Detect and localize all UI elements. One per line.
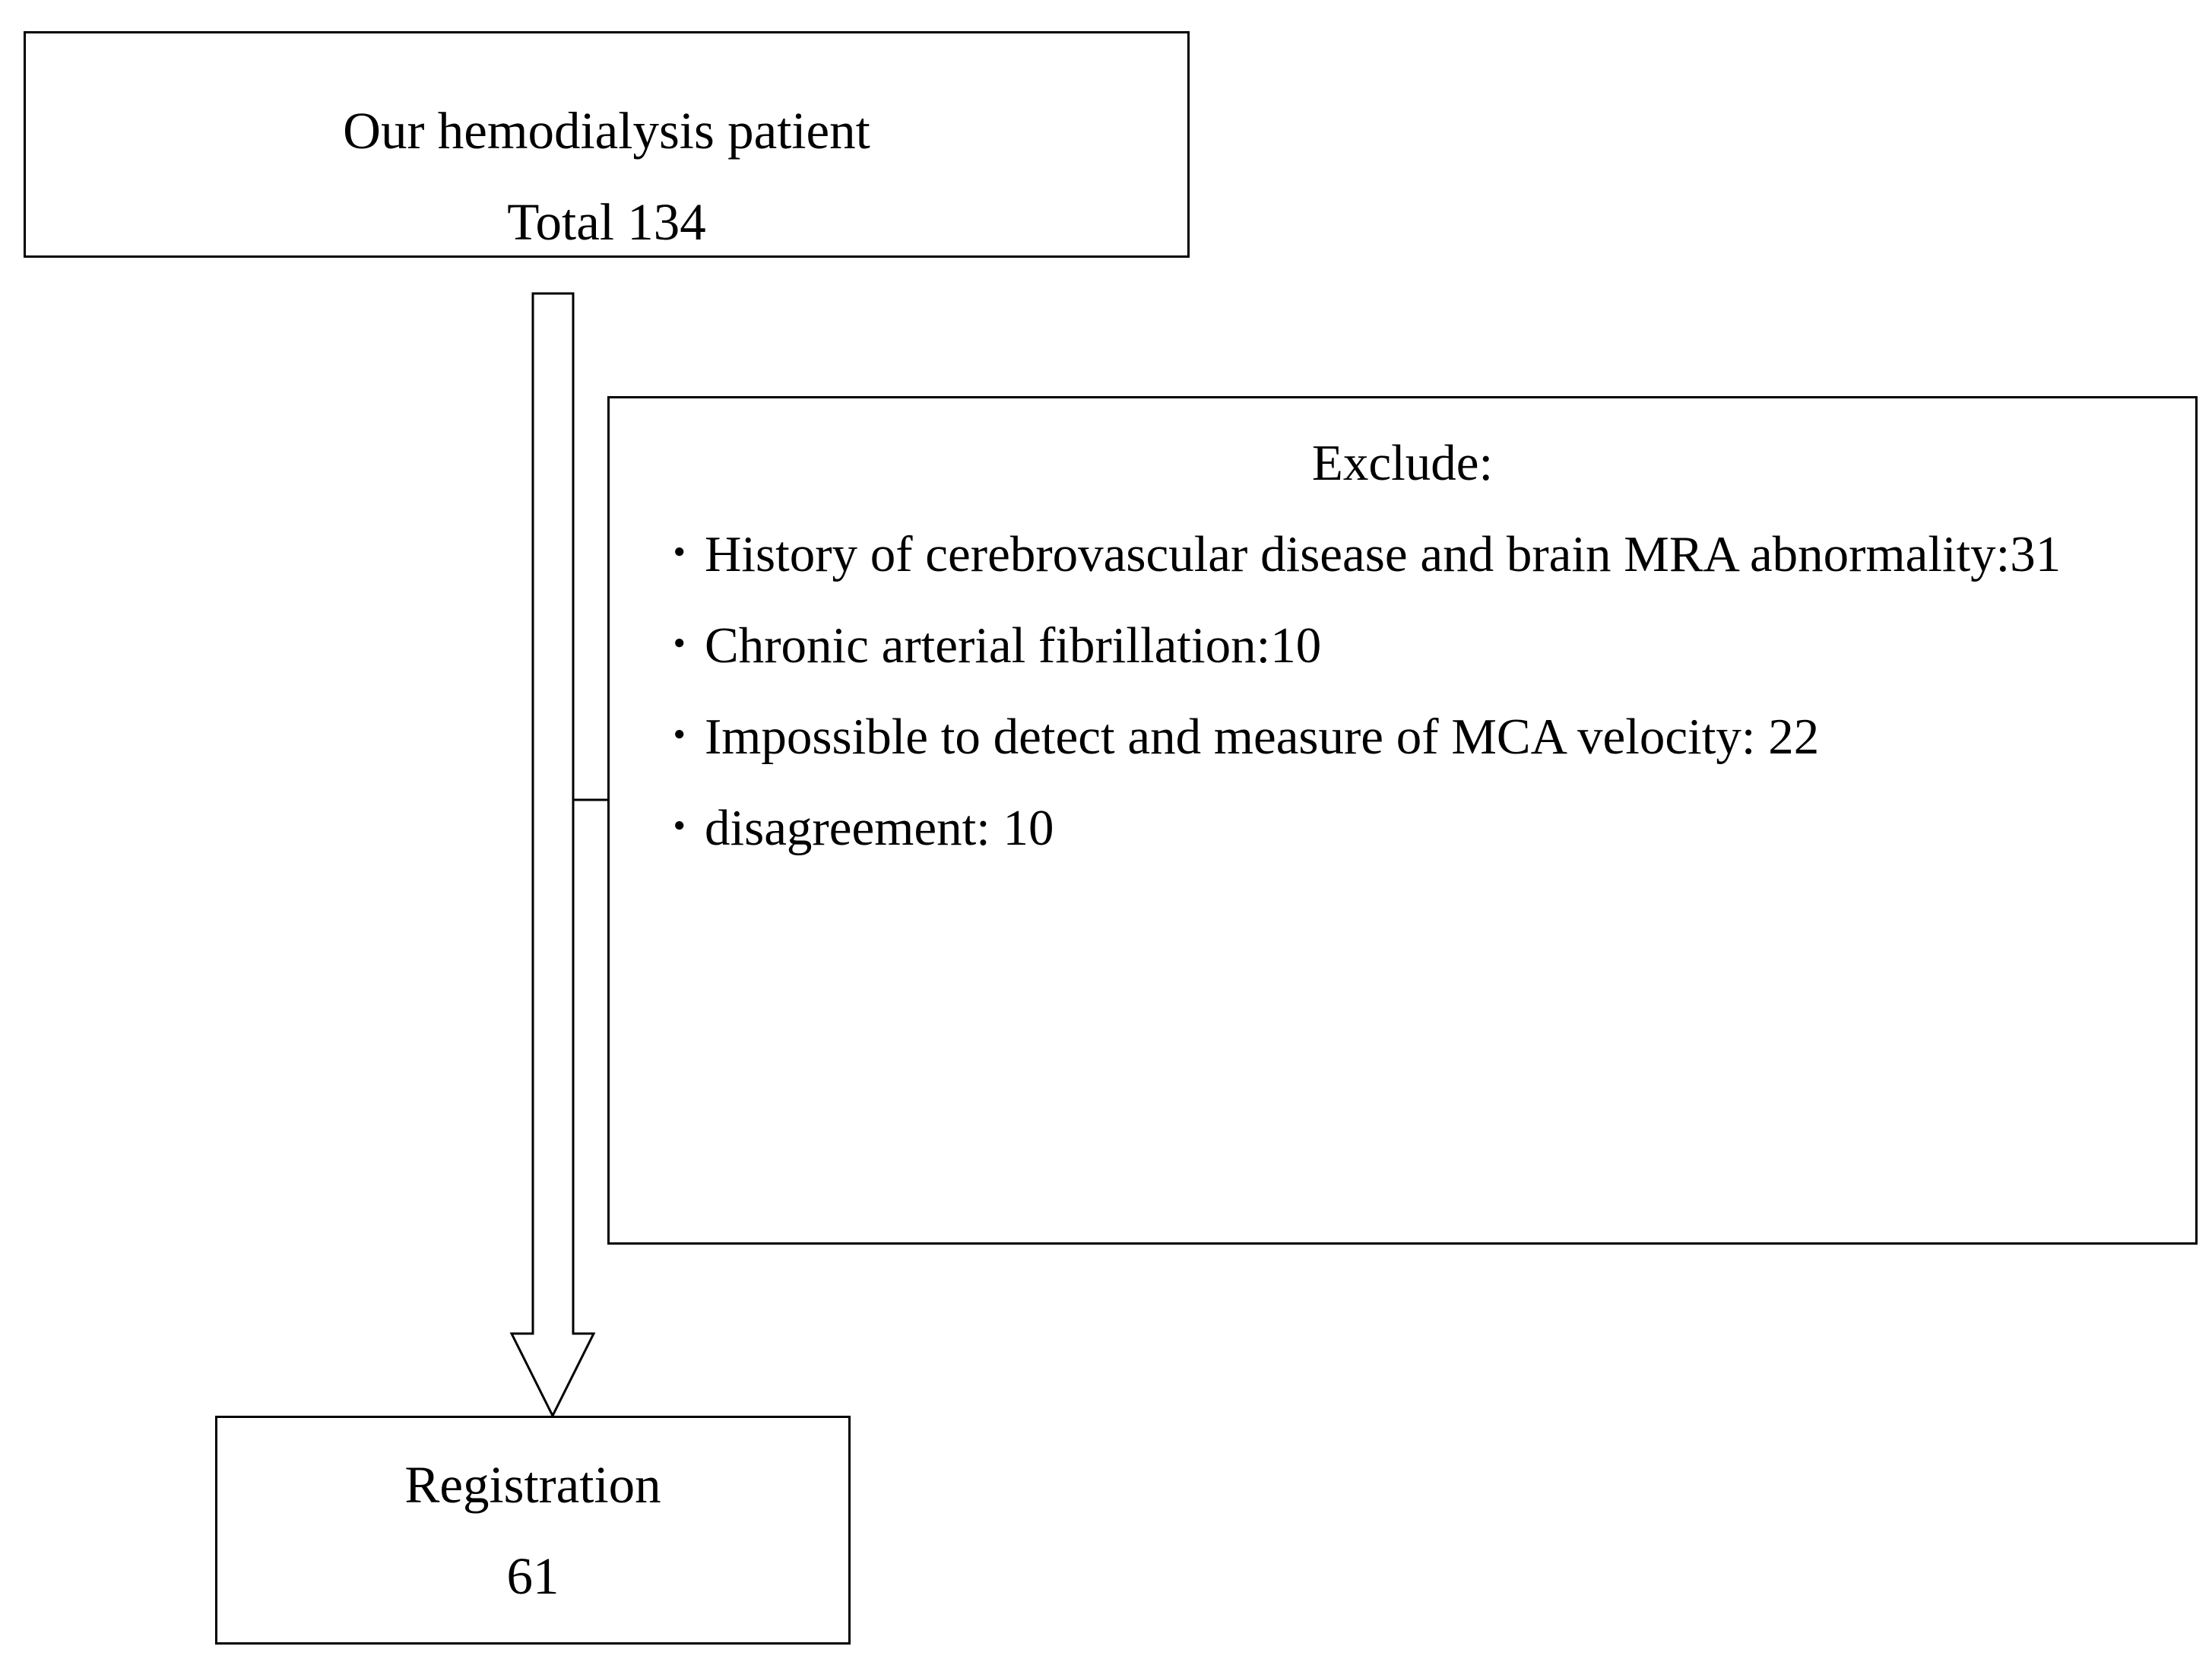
bullet-icon: ･ [667, 617, 692, 674]
exclusion-box: Exclude: ･ History of cerebrovascular di… [607, 396, 2198, 1245]
source-population-total: Total 134 [507, 193, 706, 251]
exclusion-item: ･ History of cerebrovascular disease and… [667, 524, 2187, 615]
bullet-icon: ･ [667, 526, 692, 582]
registration-box: Registration 61 [215, 1416, 851, 1645]
exclusion-title: Exclude: [1311, 435, 1494, 491]
registration-label: Registration [404, 1456, 661, 1514]
down-arrow [509, 292, 596, 1419]
exclusion-item-text: disagreement: 10 [705, 800, 1054, 856]
bullet-icon: ･ [667, 800, 692, 856]
exclusion-item: ･ Impossible to detect and measure of MC… [667, 706, 2187, 798]
source-population-label: Our hemodialysis patient [343, 102, 870, 160]
exclusion-item: ･ Chronic arterial fibrillation:10 [667, 615, 2187, 706]
exclusion-item-text: History of cerebrovascular disease and b… [705, 526, 2061, 582]
registration-count: 61 [506, 1547, 559, 1605]
exclusion-list: ･ History of cerebrovascular disease and… [667, 524, 2187, 889]
exclusion-item-text: Chronic arterial fibrillation:10 [705, 617, 1322, 674]
source-population-box: Our hemodialysis patient Total 134 [24, 31, 1190, 258]
exclusion-item-text: Impossible to detect and measure of MCA … [705, 709, 1820, 765]
exclusion-item: ･ disagreement: 10 [667, 798, 2187, 889]
bullet-icon: ･ [667, 709, 692, 765]
